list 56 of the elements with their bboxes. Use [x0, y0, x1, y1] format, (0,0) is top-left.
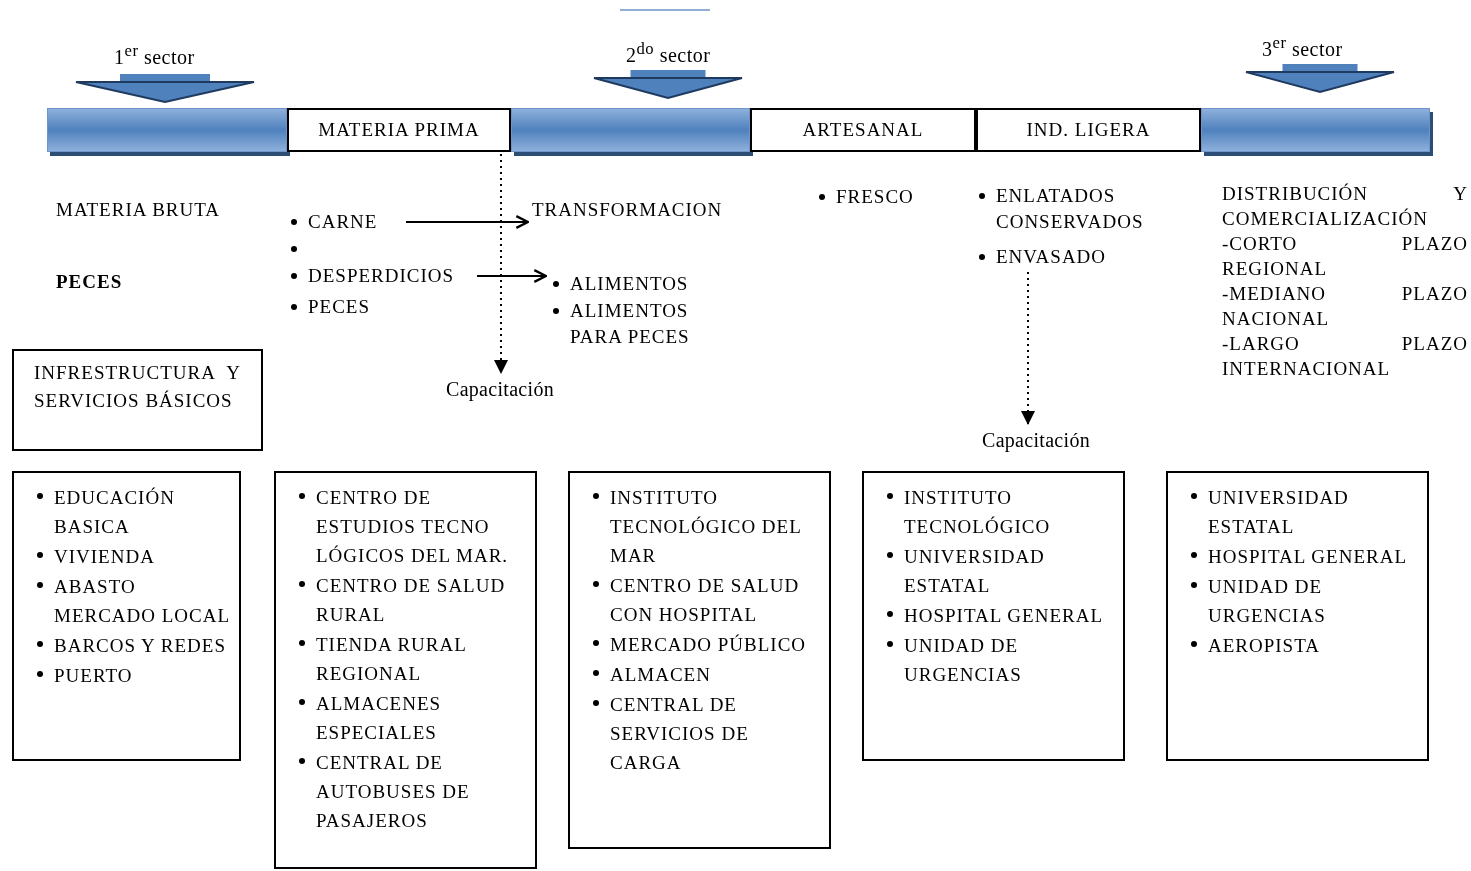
text-label: TRANSFORMACION [532, 197, 752, 223]
list-item: UNIVERSIDAD ESTATAL [884, 542, 1119, 600]
list-item: ALIMENTOS [550, 271, 710, 297]
list-item: DESPERDICIOS [288, 263, 473, 289]
list-item: INSTITUTO TECNOLÓGICO [884, 483, 1119, 541]
dotted-arrow [1021, 271, 1035, 426]
category-cell: IND. LIGERA [976, 108, 1201, 152]
list-item: CENTRO DE SALUD CON HOSPITAL [590, 571, 825, 629]
list-box [274, 471, 537, 869]
list-item: BARCOS Y REDES [34, 631, 235, 660]
list-item: CENTRO DE ESTUDIOS TECNO LÓGICOS DEL MAR. [296, 483, 531, 570]
list-item: UNIDAD DE URGENCIAS [884, 631, 1119, 689]
category-cell: ARTESANAL [750, 108, 976, 152]
dotted-arrow [494, 153, 508, 375]
category-cell: MATERIA PRIMA [287, 108, 511, 152]
arrow [476, 269, 548, 283]
list-box [568, 471, 831, 849]
list-item: INSTITUTO TECNOLÓGICO DEL MAR [590, 483, 825, 570]
list-item: CENTRO DE SALUD RURAL [296, 571, 531, 629]
list-item: PECES [288, 294, 388, 320]
list-item: FRESCO [816, 184, 946, 210]
list-item: TIENDA RURAL REGIONAL [296, 630, 531, 688]
list-item: ALMACEN [590, 660, 825, 689]
text-label: 3$^{er}$ sector [1262, 32, 1343, 62]
list-item: EDUCACIÓN BASICA [34, 483, 235, 541]
list-item: CARNE [288, 209, 388, 235]
text-label: -CORTO PLAZO REGIONAL [1222, 232, 1468, 281]
list-item: UNIDAD DE URGENCIAS [1188, 572, 1423, 630]
text-label: -LARGO PLAZO INTERNACIONAL [1222, 332, 1468, 381]
text-label: Capacitación [966, 427, 1106, 453]
text-label: DISTRIBUCIÓN Y COMERCIALIZACIÓN [1222, 182, 1468, 231]
text-label: 1$^{er}$ sector [114, 40, 195, 70]
list-item: CENTRAL DE AUTOBUSES DE PASAJEROS [296, 748, 531, 835]
text-label: MATERIA BRUTA [56, 198, 222, 222]
list-item: VIVIENDA [34, 542, 235, 571]
list-item: MERCADO PÚBLICO [590, 630, 825, 659]
list-item: ENLATADOS CONSERVADOS [976, 183, 1176, 235]
list-box [12, 471, 241, 761]
list-box [862, 471, 1125, 761]
list-item: CENTRAL DE SERVICIOS DE CARGA [590, 690, 825, 777]
list-item: ENVASADO [976, 244, 1136, 270]
list-item: ALIMENTOS PARA PECES [550, 298, 710, 350]
arrow [405, 215, 530, 229]
list-item: HOSPITAL GENERAL [1188, 542, 1423, 571]
text-label: -MEDIANO PLAZO NACIONAL [1222, 282, 1468, 331]
list-item: UNIVERSIDAD ESTATAL [1188, 483, 1423, 541]
list-box [1166, 471, 1429, 761]
heading-box: INFRESTRUCTURA Y SERVICIOS BÁSICOS [12, 349, 263, 451]
list-item: PUERTO [34, 661, 235, 690]
list-item: ALMACENES ESPECIALES [296, 689, 531, 747]
list-item: ABASTO MERCADO LOCAL [34, 572, 235, 630]
list-item: HOSPITAL GENERAL [884, 601, 1119, 630]
list-item: AEROPISTA [1188, 631, 1423, 660]
text-label: Capacitación [430, 376, 570, 402]
text-label: PECES [56, 270, 124, 294]
text-label: 2$^{do}$ sector [626, 38, 711, 68]
